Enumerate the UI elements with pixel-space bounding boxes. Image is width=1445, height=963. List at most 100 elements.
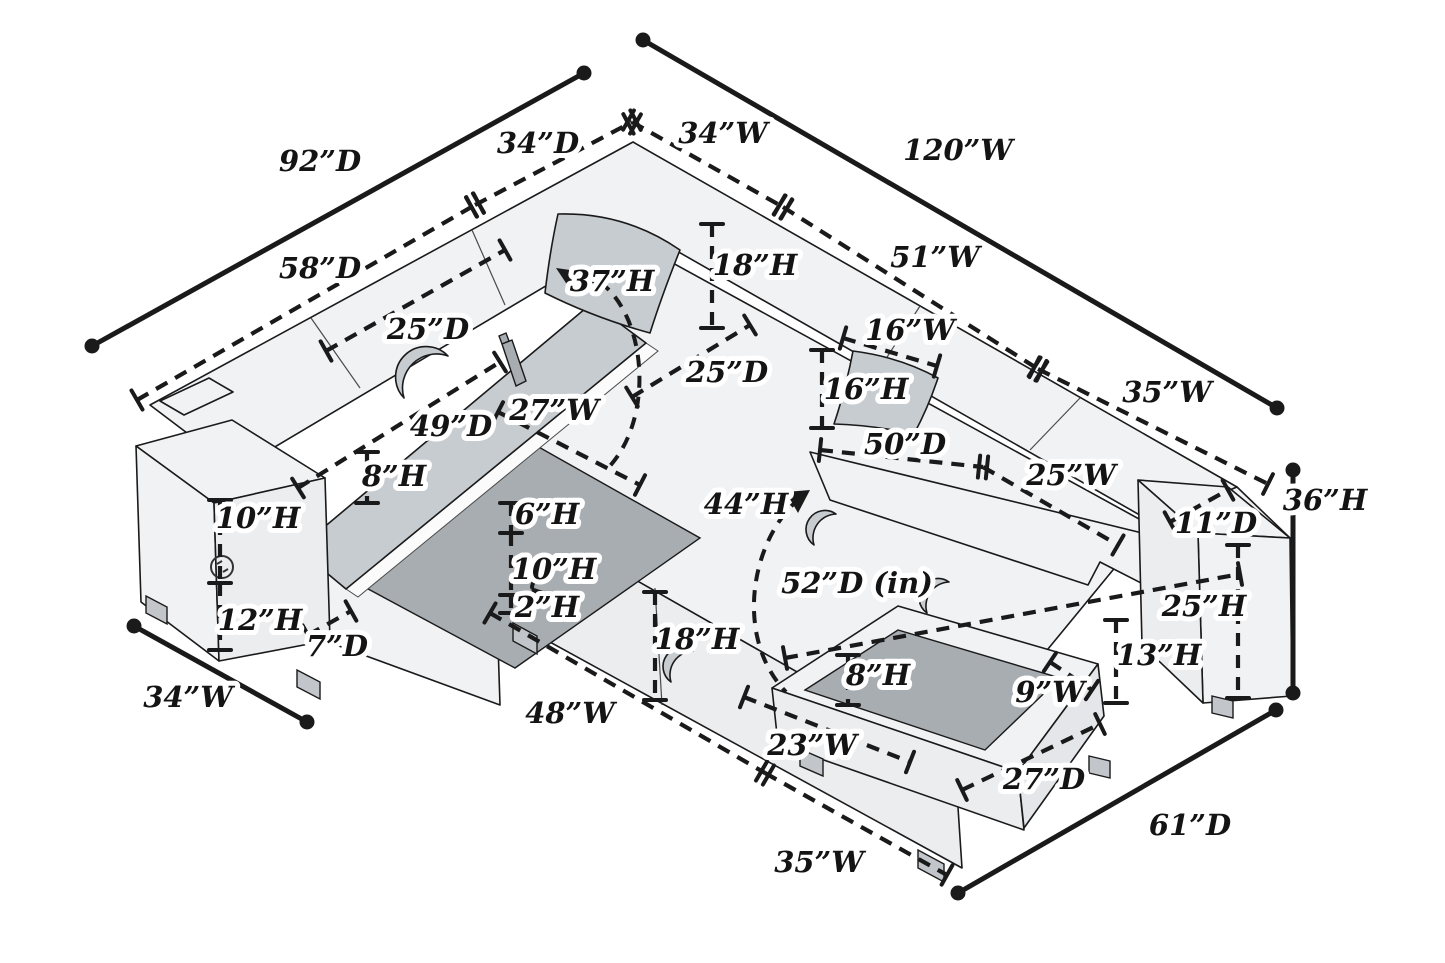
- dashed-dimension: [207, 583, 233, 652]
- dimension-tick: [781, 645, 789, 671]
- dimension-tick: [290, 476, 306, 500]
- dim-49d: 49”D: [410, 409, 492, 443]
- overall-dimension: [635, 32, 1285, 416]
- dashed-dimension: [1162, 478, 1236, 534]
- dimension-tick: [624, 385, 640, 409]
- dimension-tick: [343, 599, 359, 623]
- dimension-tick: [737, 684, 751, 710]
- dim-50d: 50”D: [864, 427, 946, 461]
- dim-11d: 11”D: [1175, 506, 1257, 540]
- dim-16h: 16”H: [824, 372, 910, 406]
- dimension-tick: [300, 623, 316, 647]
- dim-18h-front: 18”H: [655, 622, 741, 656]
- dimension-tick: [771, 193, 788, 217]
- dimension-tick: [1083, 678, 1101, 702]
- dimension-tick: [1041, 650, 1059, 674]
- dim-2h: 2”H: [514, 590, 581, 624]
- overall-dimension: [84, 65, 592, 354]
- handle-crescent-icon: [805, 509, 837, 546]
- dimension-tick: [975, 453, 983, 480]
- dashed-dimension: [837, 325, 943, 379]
- lifted-seat-panel: [297, 302, 647, 590]
- dimension-tick: [1110, 533, 1126, 557]
- left-armrest-side: [213, 477, 331, 662]
- dimension-tick: [1027, 355, 1042, 380]
- dimension-tick: [939, 863, 955, 887]
- overall-dimension: [126, 618, 315, 730]
- dim-7d: 7”D: [306, 629, 368, 663]
- seat-fold-arrow-tail: [530, 576, 539, 597]
- overall-dimension: [1285, 462, 1301, 701]
- dashed-dimension: [1103, 618, 1129, 705]
- dimension-tick: [628, 112, 643, 136]
- dim-48w: 48”W: [525, 696, 617, 730]
- dimension-tick: [464, 195, 479, 219]
- dimension-tick: [742, 313, 758, 337]
- dashed-dimension: [816, 437, 991, 481]
- dim-34w-left: 34”W: [143, 680, 235, 714]
- dim-61d: 61”D: [1149, 808, 1231, 842]
- sofa-foot: [1088, 755, 1111, 779]
- dimension-tick: [632, 473, 648, 497]
- gas-piston-icon: [498, 332, 527, 387]
- dimension-tick: [1093, 712, 1107, 736]
- sofa-foot: [799, 747, 824, 778]
- dashed-dimension: [809, 348, 835, 430]
- rotation-arrow-37h-tail: [583, 278, 599, 284]
- dashed-dimension: [290, 350, 508, 500]
- overall-dimension-lines: [84, 32, 1301, 901]
- dim-12h: 12”H: [218, 603, 304, 637]
- seat-fold-arrow-icon: [531, 587, 543, 599]
- dimension-tick: [931, 353, 943, 379]
- dim-52d: 52”D (in): [781, 566, 933, 600]
- motion-indicators: [530, 268, 810, 694]
- dim-10h-mid: 10”H: [512, 552, 598, 586]
- dim-92d: 92”D: [279, 144, 361, 178]
- dimension-tick: [778, 197, 795, 221]
- dimension-tick: [1034, 358, 1049, 383]
- dashed-dimension: [955, 712, 1107, 802]
- dim-25w: 25”W: [1025, 458, 1118, 492]
- dim-10h-arm: 10”H: [216, 501, 302, 535]
- rotation-arrow-44h-icon: [786, 490, 810, 513]
- dim-34w-top: 34”W: [678, 116, 770, 150]
- dimension-tick: [837, 325, 849, 351]
- dashed-dimension: [318, 238, 513, 363]
- dim-8h-left: 8”H: [361, 459, 428, 493]
- handle-crescent-icon: [918, 577, 950, 614]
- dashed-dimension: [498, 595, 524, 615]
- dashed-dimension: [482, 601, 776, 787]
- sofa-foot: [145, 594, 168, 626]
- rotation-arc-44h: [751, 496, 802, 694]
- dim-34d: 34”D: [497, 126, 579, 160]
- dashed-dimension: [781, 561, 1244, 671]
- dim-27w: 27”W: [508, 393, 601, 427]
- accent-pillow-left: [544, 213, 681, 334]
- dim-35w-right: 35”W: [1122, 375, 1214, 409]
- chaise-side: [1017, 663, 1105, 829]
- dim-44h: 44”H: [704, 487, 790, 521]
- sofa-line-art: [135, 141, 1293, 884]
- dimension-tick: [318, 339, 334, 363]
- dimension-tick: [816, 437, 824, 463]
- power-outlet-slots: [216, 560, 229, 573]
- rotation-arrow-37h-icon: [556, 268, 584, 292]
- dimension-tick: [1220, 478, 1236, 502]
- dimension-tick: [621, 108, 636, 132]
- dim-27d: 27”D: [1002, 762, 1085, 796]
- dashed-dimension-lines: [129, 108, 1275, 887]
- sofa-foot: [296, 668, 321, 701]
- accent-pillow-right: [833, 350, 939, 435]
- dimension-tick: [1261, 472, 1275, 496]
- dim-18h-back: 18”H: [713, 248, 799, 282]
- dashed-dimension: [1041, 650, 1101, 702]
- backrest-seam: [471, 229, 506, 306]
- dashed-dimension: [835, 653, 861, 707]
- dashed-dimension: [763, 771, 955, 887]
- dashed-dimension: [300, 599, 359, 647]
- rolled-pillow-icon: [394, 345, 449, 399]
- dim-8h-right: 8”H: [845, 658, 912, 692]
- dim-16w: 16”W: [865, 313, 957, 347]
